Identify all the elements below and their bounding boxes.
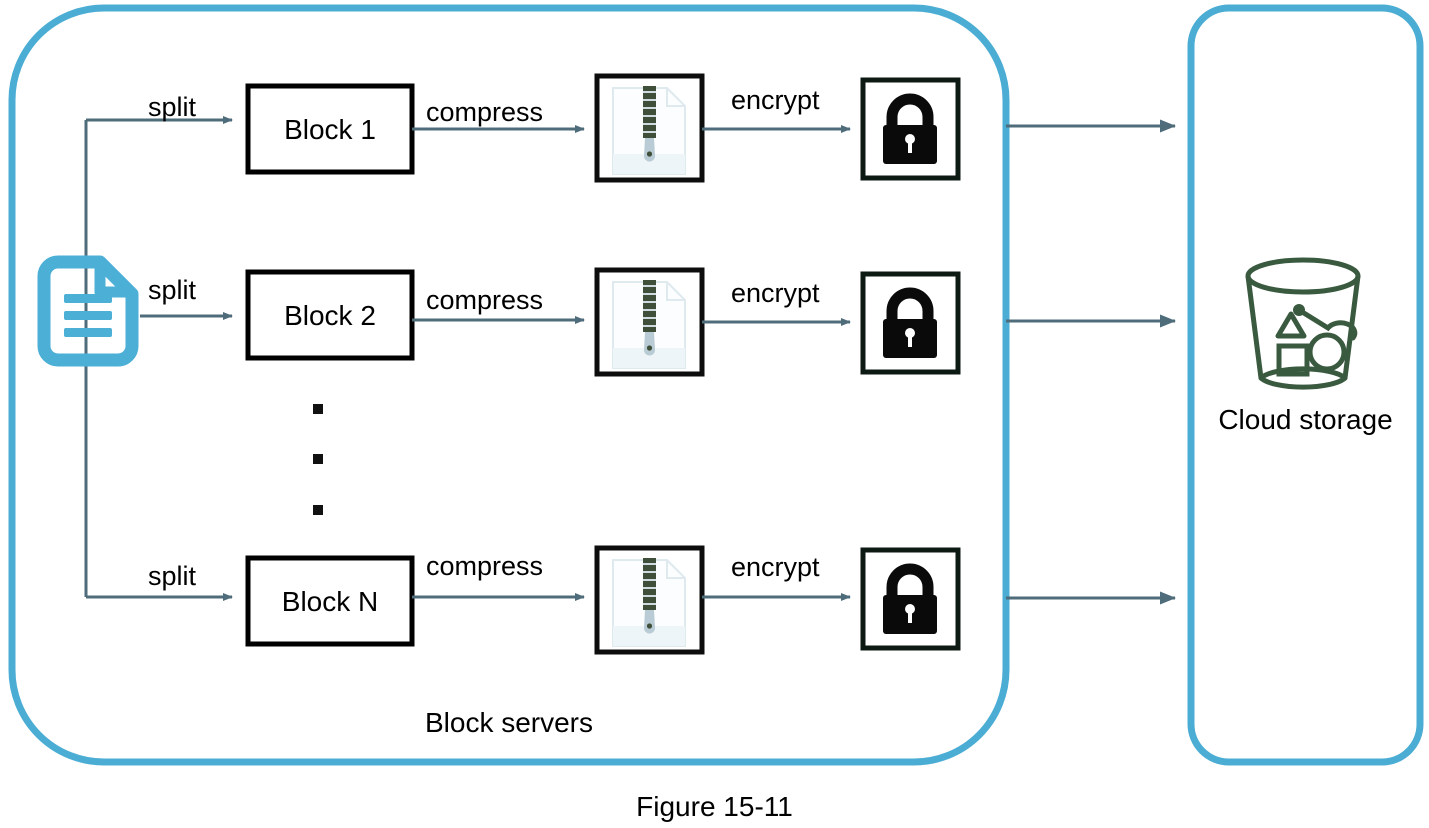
compress-label-2: compress bbox=[426, 285, 544, 315]
cloud-storage-label: Cloud storage bbox=[1218, 404, 1393, 435]
lock-icon-2 bbox=[883, 287, 937, 358]
block-servers-container bbox=[8, 4, 1010, 766]
zip-file-icon-2 bbox=[612, 280, 686, 369]
block-label-1: Block 1 bbox=[284, 114, 376, 145]
lock-icon-1 bbox=[883, 93, 937, 164]
document-icon bbox=[37, 255, 139, 367]
block-box-1 bbox=[245, 83, 415, 175]
split-label-2: split bbox=[148, 275, 197, 305]
zip-file-icon-1 bbox=[612, 86, 686, 175]
block-box-2 bbox=[245, 269, 415, 361]
cloud-storage-container bbox=[1187, 4, 1424, 766]
compress-label-3: compress bbox=[426, 551, 544, 581]
block-servers-label: Block servers bbox=[424, 707, 594, 738]
split-label-1: split bbox=[148, 92, 197, 122]
zip-file-icon-3 bbox=[612, 558, 686, 647]
split-label-3: split bbox=[148, 561, 197, 591]
encrypt-label-1: encrypt bbox=[731, 85, 820, 115]
encrypt-label-3: encrypt bbox=[731, 552, 820, 582]
block-label-2: Block 2 bbox=[284, 300, 376, 331]
figure-caption: Figure 15-11 bbox=[636, 791, 793, 822]
compress-label-1: compress bbox=[426, 97, 544, 127]
block-label-3: Block N bbox=[281, 586, 379, 617]
vertical-ellipsis bbox=[313, 404, 323, 515]
lock-icon-3 bbox=[883, 563, 937, 634]
block-box-3 bbox=[245, 555, 415, 647]
storage-bucket-icon bbox=[1245, 257, 1361, 390]
encrypt-label-2: encrypt bbox=[731, 278, 820, 308]
